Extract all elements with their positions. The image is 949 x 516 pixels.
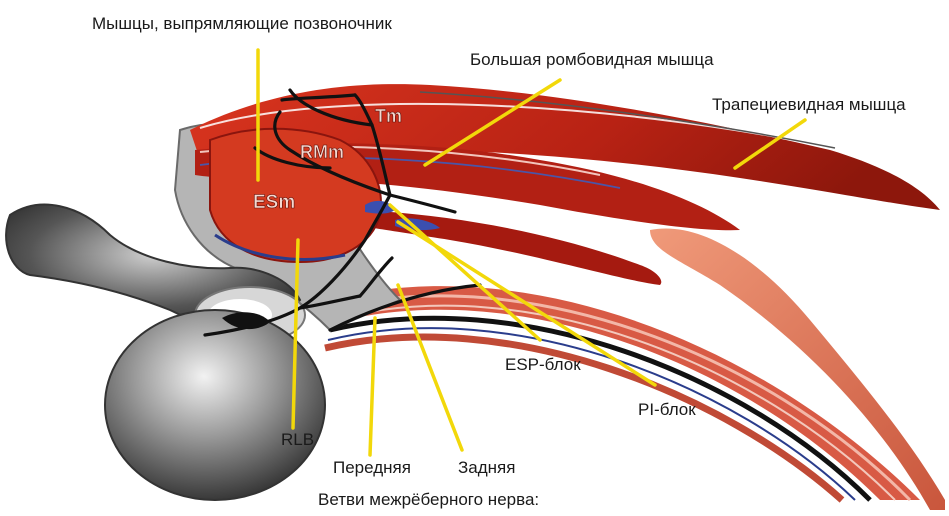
label-rhomboid-major: Большая ромбовидная мышца — [470, 50, 714, 70]
tm-tag: Tm — [375, 106, 402, 126]
label-anterior: Передняя — [333, 458, 411, 478]
esm-tag: ESm — [253, 192, 295, 213]
rib-arcs — [325, 286, 920, 500]
label-rlb: RLB — [281, 430, 314, 450]
label-nerve-branches: Ветви межрёберного нерва: — [318, 490, 539, 510]
rmm-tag: RMm — [300, 142, 344, 162]
label-esp-block: ESP-блок — [505, 355, 581, 375]
label-erector-spinae: Мышцы, выпрямляющие позвоночник — [92, 14, 392, 34]
erector-spinae-shape — [210, 129, 381, 262]
label-trapezius: Трапециевидная мышца — [712, 95, 906, 115]
label-pi-block: PI-блок — [638, 400, 696, 420]
label-posterior: Задняя — [458, 458, 515, 478]
